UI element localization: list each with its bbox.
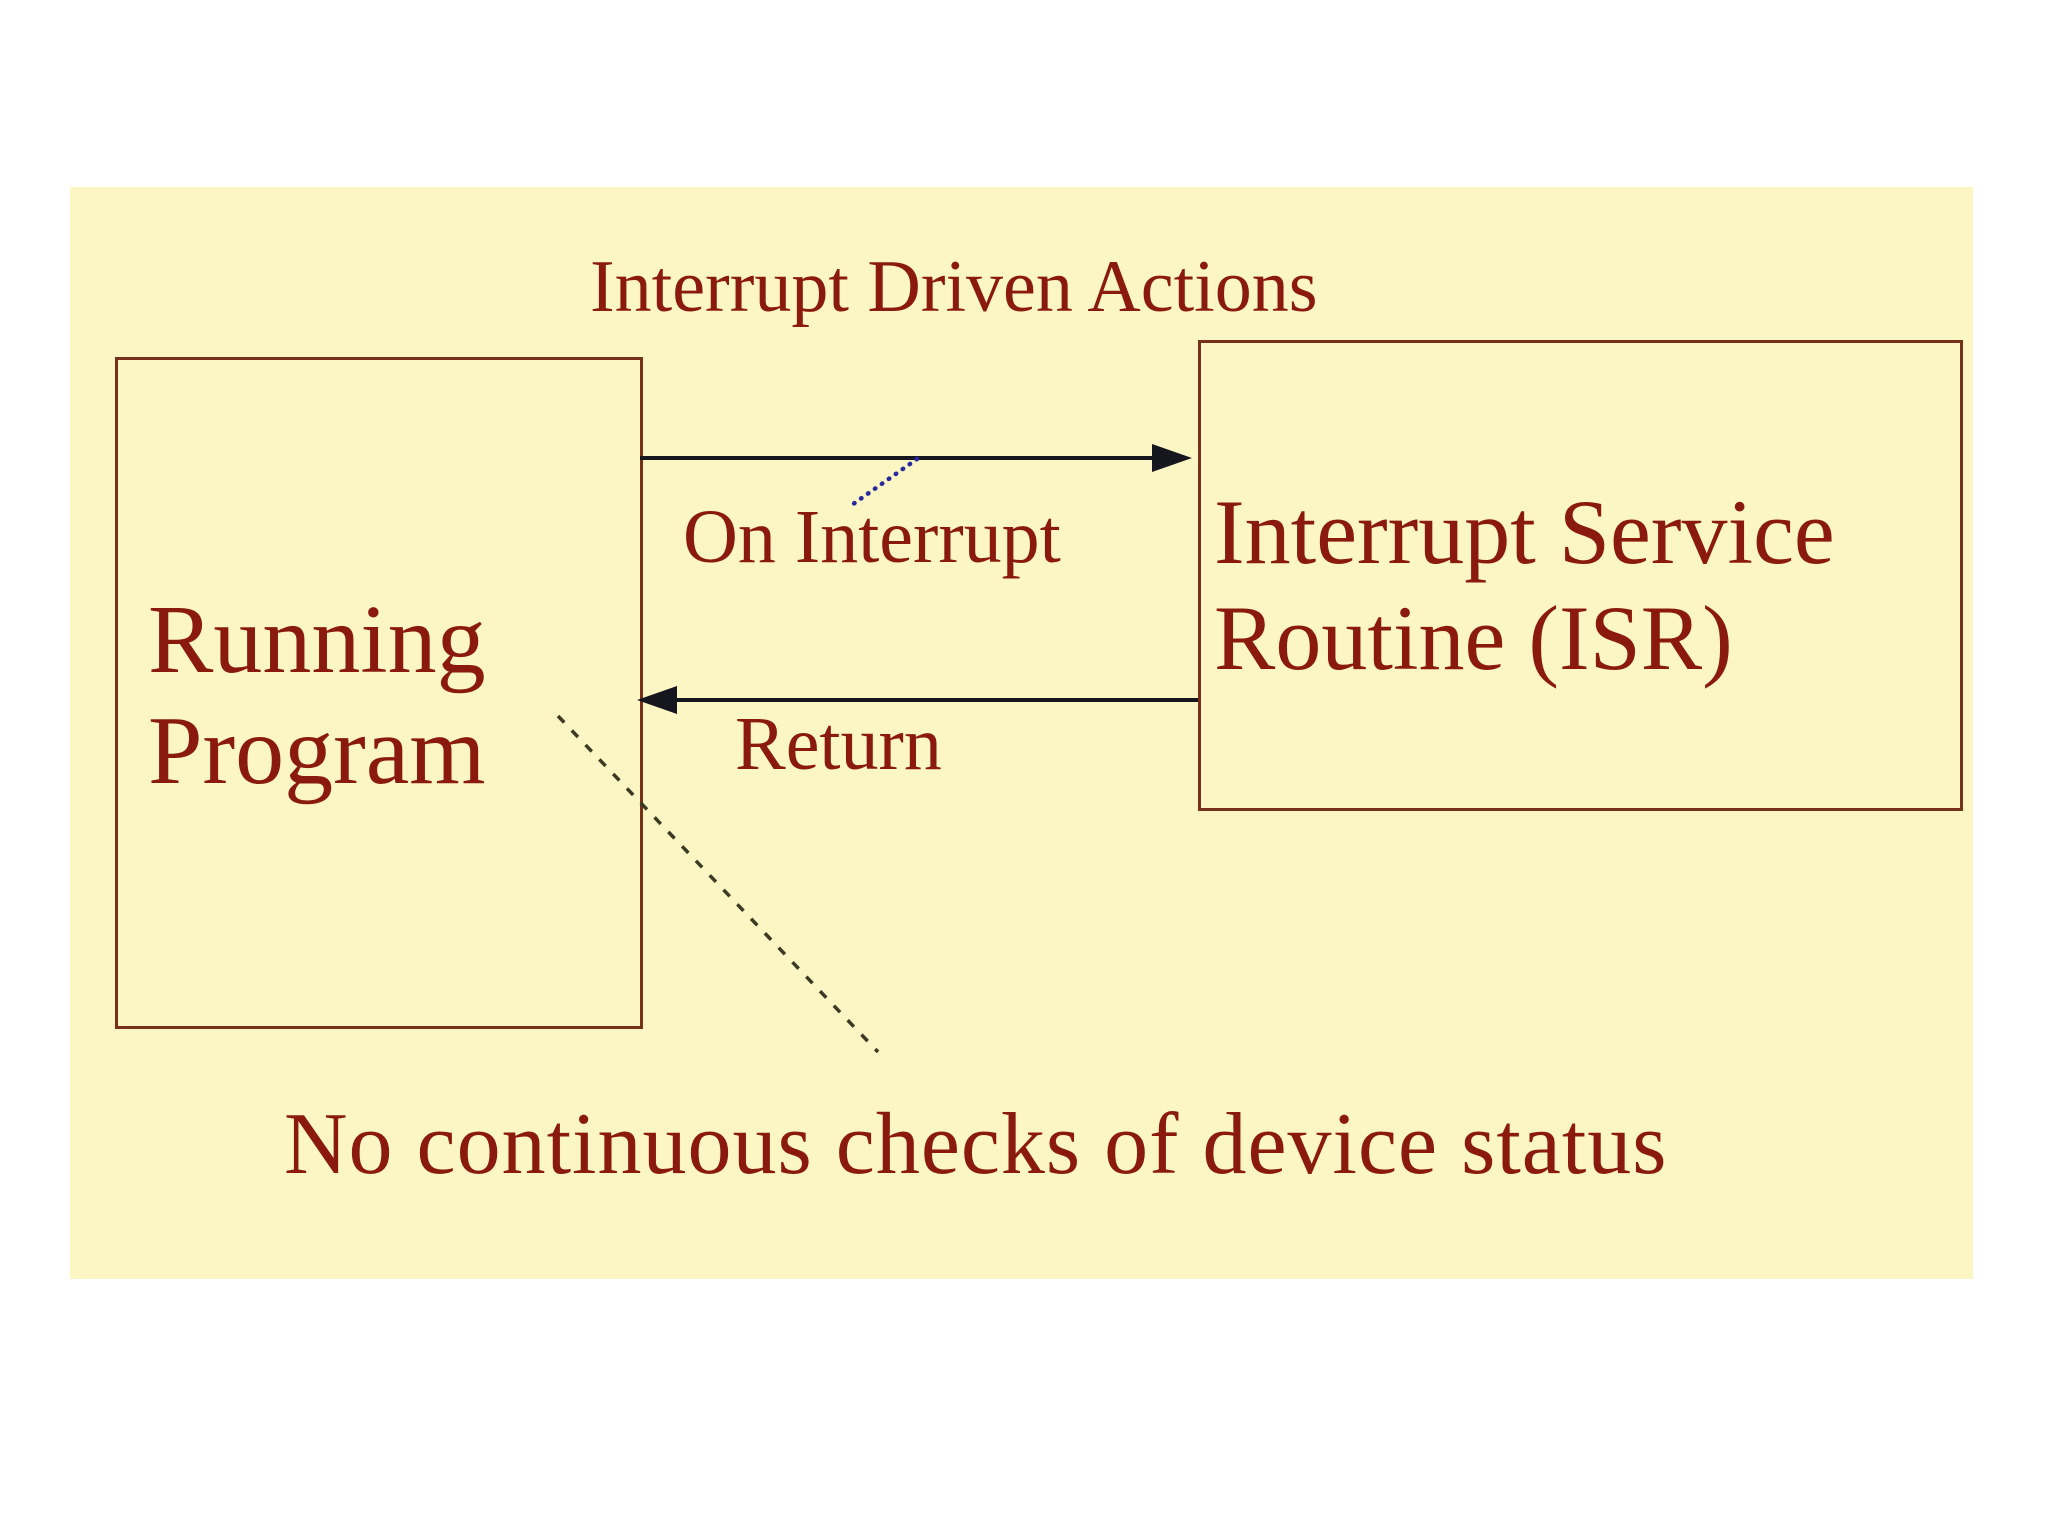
isr-label: Interrupt Service Routine (ISR) xyxy=(1214,480,1835,692)
running-program-label-line1: Running xyxy=(148,586,486,694)
slide-title: Interrupt Driven Actions xyxy=(590,246,1318,328)
running-program-label: Running Program xyxy=(148,585,486,806)
isr-label-line2: Routine (ISR) xyxy=(1214,586,1733,689)
footer-note: No continuous checks of device status xyxy=(284,1096,1668,1193)
return-label: Return xyxy=(735,702,942,786)
running-program-label-line2: Program xyxy=(148,696,486,805)
isr-box xyxy=(1198,340,1963,811)
on-interrupt-label: On Interrupt xyxy=(683,495,1061,579)
isr-label-line1: Interrupt Service xyxy=(1214,481,1835,583)
slide-background xyxy=(70,187,1973,1279)
